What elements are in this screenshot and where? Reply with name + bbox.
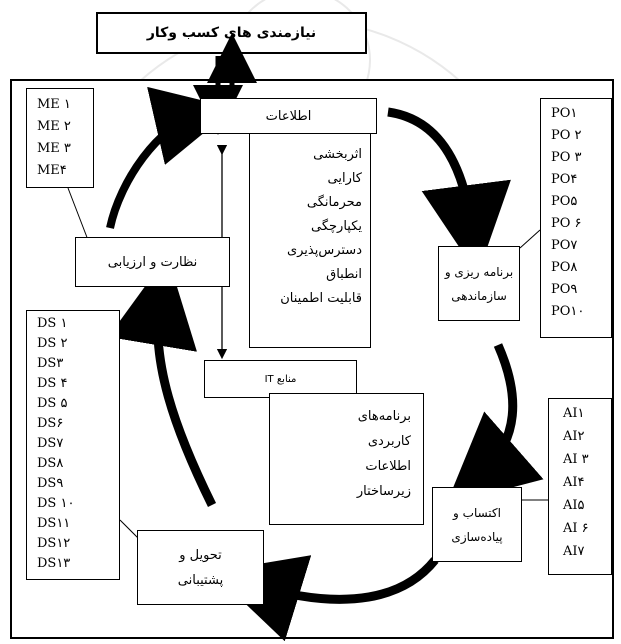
info-to-plan-arrow [387, 107, 511, 275]
monitor-evaluate-label: نظارت و ارزیابی [107, 254, 198, 270]
me-4: ME۴ [37, 163, 67, 178]
resource-applications-2: کاربردی [367, 434, 411, 449]
deliver-to-monitor-arrow [108, 255, 217, 507]
ai-6: AI ۶ [563, 521, 589, 536]
criterion-integrity: یکپارچگی [310, 219, 362, 234]
ds-10: DS ۱۰ [37, 496, 75, 511]
ai-5: AI۵ [563, 498, 585, 513]
criterion-efficiency: کارایی [327, 171, 363, 186]
po-6: PO ۶ [551, 216, 582, 231]
ds-13: DS۱۳ [37, 556, 71, 571]
ds-4: DS ۴ [37, 376, 68, 391]
ds-2: DS ۲ [37, 336, 68, 351]
criterion-effectiveness: اثربخشی [313, 147, 362, 162]
plan-organise-label-1: برنامه ریزی و [444, 264, 514, 279]
deliver-support-label-1: تحویل و [179, 547, 222, 563]
po-process-list: PO۱ PO ۲ PO ۳ PO۴ PO۵ PO ۶ PO۷ PO۸ PO۹ P… [540, 98, 612, 338]
ds-7: DS۷ [37, 436, 64, 451]
po-7: PO۷ [551, 238, 578, 253]
ai-process-list: AI۱ AI۲ AI ۳ AI۴ AI۵ AI ۶ AI۷ [548, 398, 612, 575]
ai-7: AI۷ [563, 544, 585, 559]
information-box: اطلاعات [200, 98, 377, 134]
me-3: ME ۳ [37, 141, 71, 156]
monitor-evaluate-box: نظارت و ارزیابی [75, 237, 230, 287]
criterion-availability: دسترس‌پذیری [286, 243, 362, 258]
ds-connector [119, 519, 141, 541]
po-1: PO۱ [551, 106, 578, 121]
resource-infrastructure: زیرساختار [356, 484, 411, 499]
it-resources-label: منابع IT [264, 373, 297, 385]
acquire-implement-label-2: پیاده‌سازی [451, 529, 503, 544]
ds-3: DS۳ [37, 356, 64, 371]
criterion-confidentiality: محرمانگی [306, 195, 362, 210]
it-resources-items-box: برنامه‌های کاربردی اطلاعات زیرساختار [269, 393, 424, 525]
acquire-to-deliver-arrow [211, 555, 439, 642]
deliver-support-label-2: پشتیبانی [177, 572, 224, 588]
ds-12: DS۱۲ [37, 536, 71, 551]
information-label: اطلاعات [265, 108, 312, 124]
po-8: PO۸ [551, 260, 578, 275]
ds-9: DS۹ [37, 476, 64, 491]
ai-2: AI۲ [563, 429, 585, 444]
plan-organise-label-2: سازماندهی [451, 288, 507, 303]
po-connector [519, 229, 541, 249]
ai-1: AI۱ [563, 406, 585, 421]
po-9: PO۹ [551, 282, 578, 297]
criterion-compliance: انطباق [326, 267, 362, 282]
it-resources-box: منابع IT [204, 360, 357, 398]
acquire-implement-label-1: اکتساب و [453, 505, 501, 520]
ds-5: DS ۵ [37, 396, 68, 411]
ds-11: DS۱۱ [37, 516, 71, 531]
monitor-to-info-arrow [106, 86, 234, 229]
plan-organise-box: برنامه ریزی و سازماندهی [438, 246, 520, 321]
me-connector [67, 187, 89, 241]
plan-to-acquire-arrow [446, 343, 544, 505]
ds-6: DS۶ [37, 416, 64, 431]
acquire-implement-box: اکتساب و پیاده‌سازی [432, 487, 522, 562]
deliver-support-box: تحویل و پشتیبانی [137, 530, 264, 605]
ds-8: DS۸ [37, 456, 64, 471]
po-10: PO۱۰ [551, 304, 585, 319]
criterion-reliability: قابلیت اطمینان [280, 291, 362, 306]
information-criteria-box: اثربخشی کارایی محرمانگی یکپارچگی دسترس‌پ… [249, 133, 371, 348]
po-3: PO ۳ [551, 150, 582, 165]
po-4: PO۴ [551, 172, 578, 187]
me-1: ME ۱ [37, 97, 71, 112]
ds-1: DS ۱ [37, 316, 68, 331]
resource-information: اطلاعات [365, 459, 411, 474]
ai-3: AI ۳ [563, 452, 589, 467]
po-5: PO۵ [551, 194, 578, 209]
me-2: ME ۲ [37, 119, 71, 134]
resource-applications-1: برنامه‌های [357, 409, 411, 424]
po-2: PO ۲ [551, 128, 582, 143]
me-process-list: ME ۱ ME ۲ ME ۳ ME۴ [26, 88, 94, 188]
ds-process-list: DS ۱ DS ۲ DS۳ DS ۴ DS ۵ DS۶ DS۷ DS۸ DS۹ … [26, 310, 120, 580]
ai-4: AI۴ [563, 475, 585, 490]
